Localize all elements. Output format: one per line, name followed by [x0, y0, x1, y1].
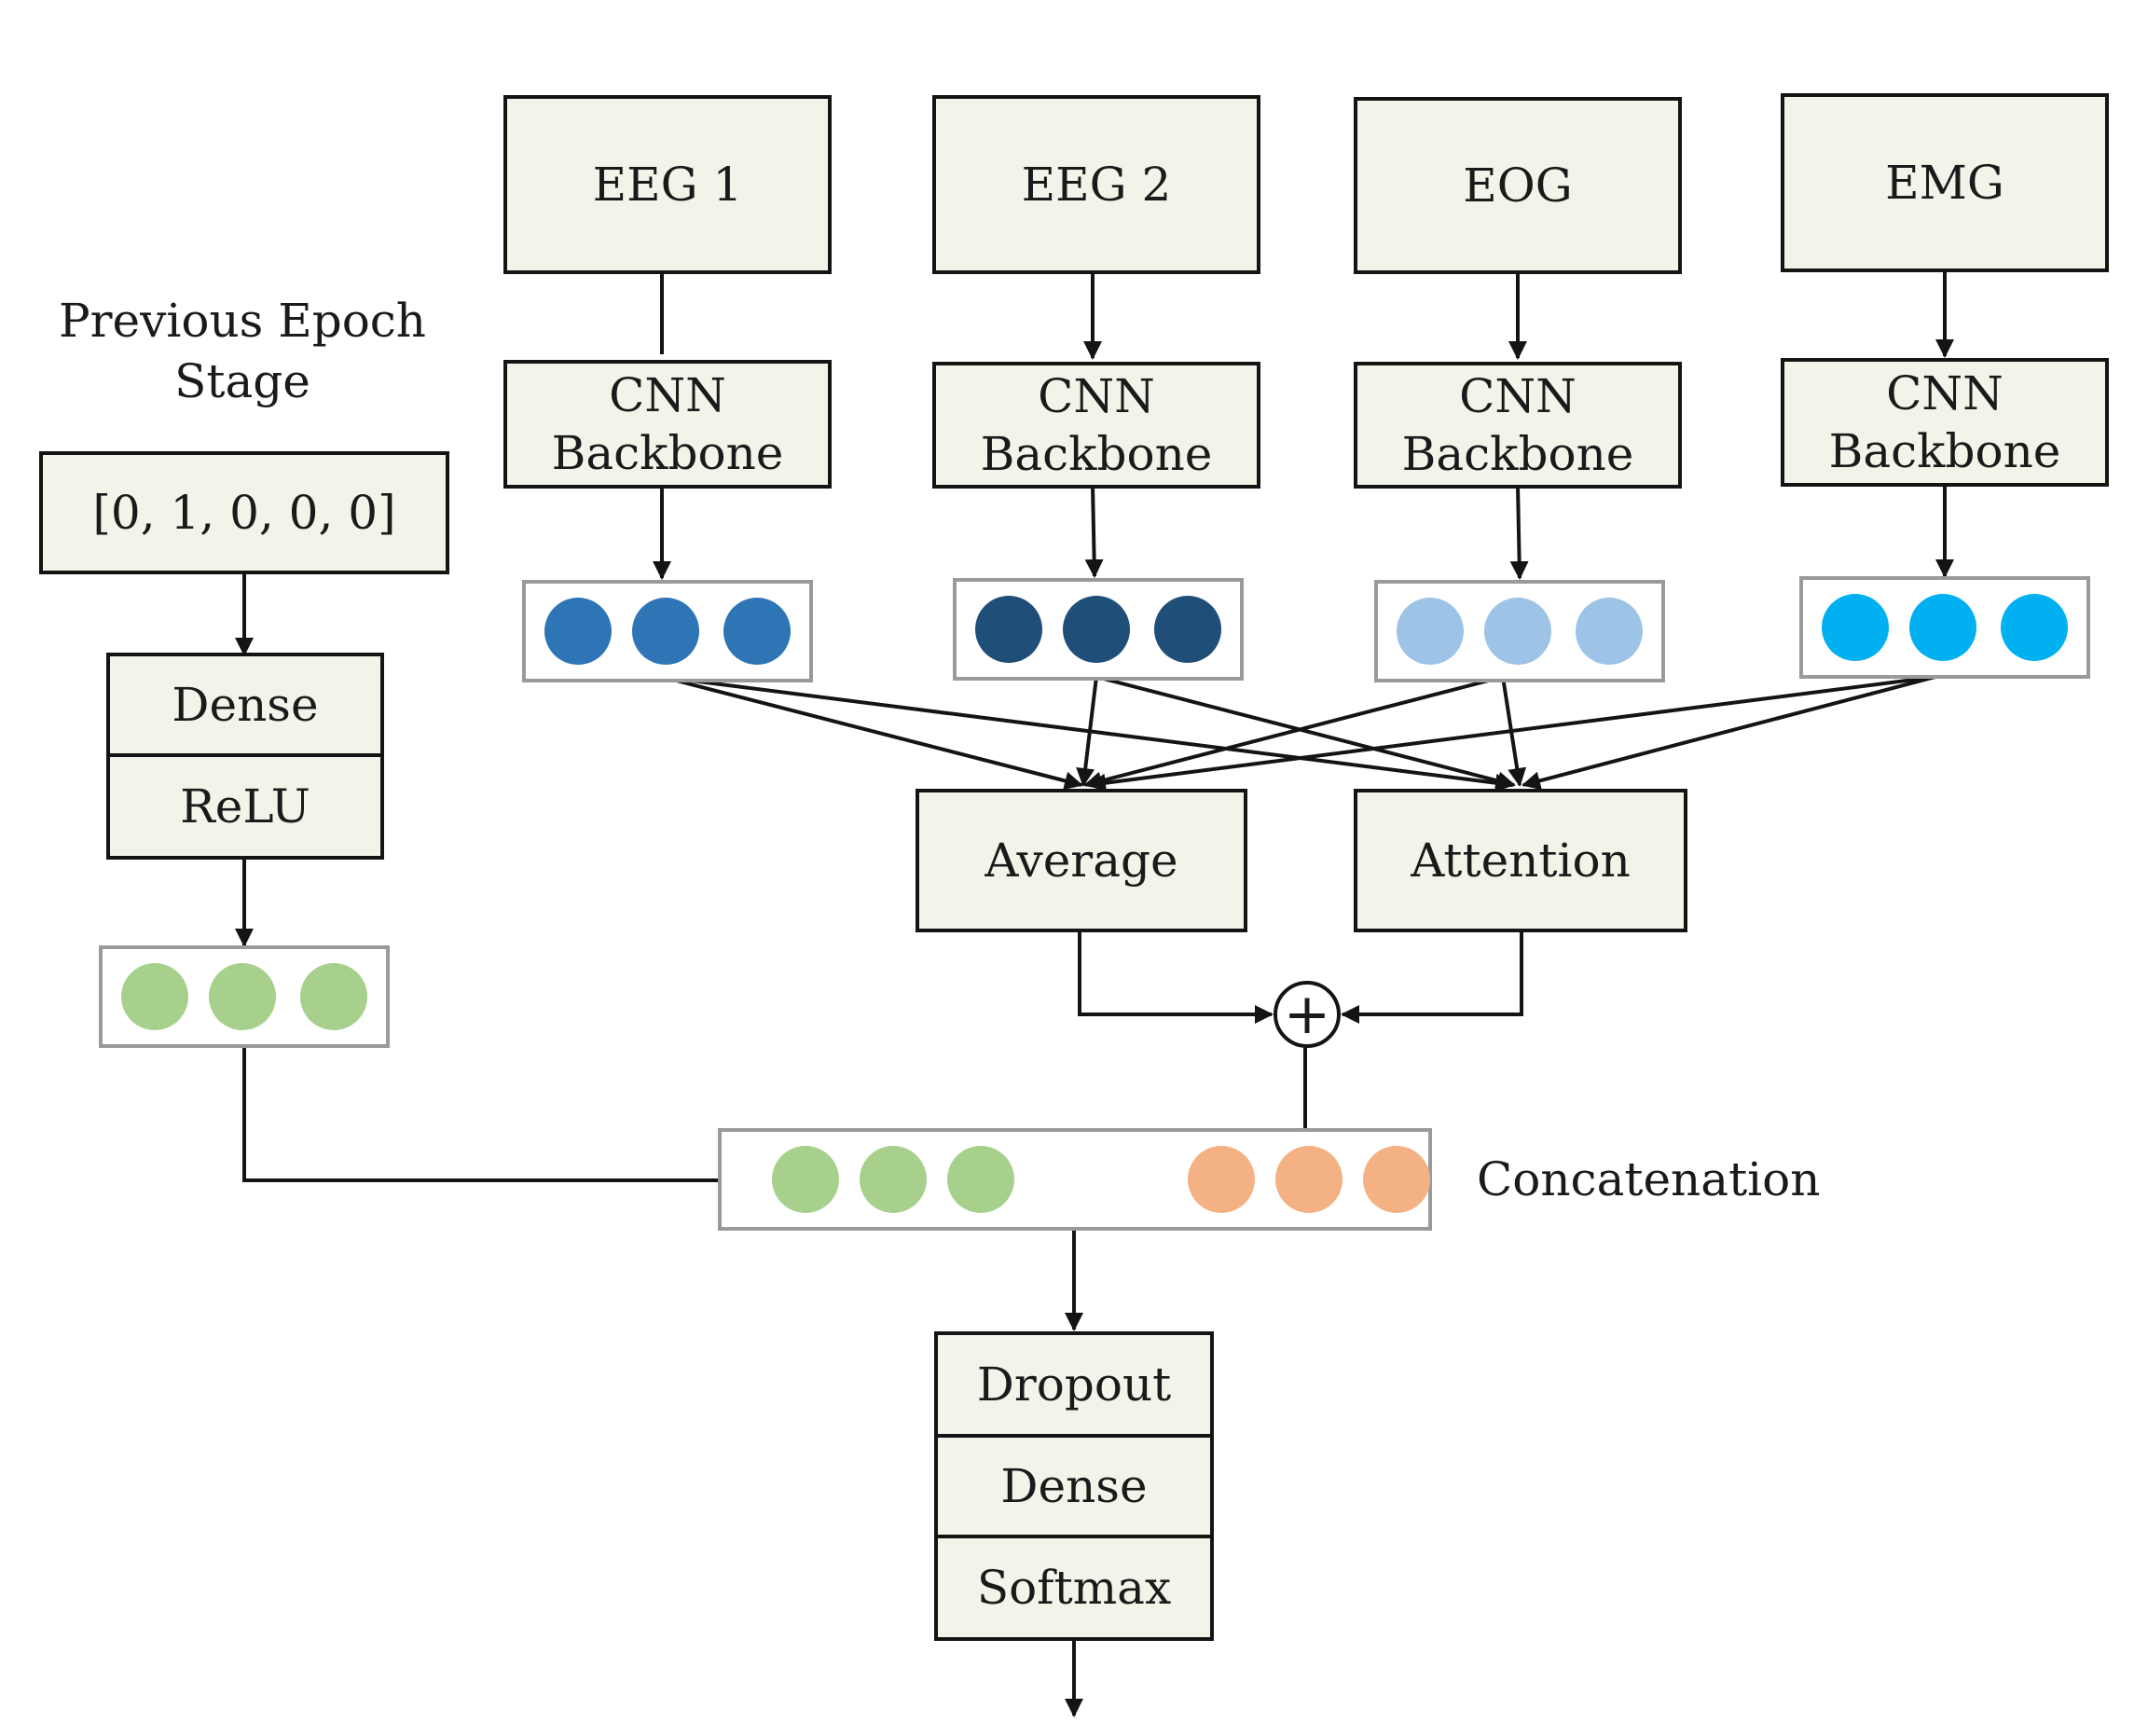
attention-box: Attention — [1354, 789, 1687, 932]
feature-node-emg — [1909, 594, 1976, 661]
cnn-backbone-box-eeg2: CNN Backbone — [932, 362, 1260, 489]
concat-previous-node — [947, 1146, 1014, 1213]
head-dropout-box: Dropout — [934, 1331, 1214, 1438]
feature-vector-emg — [1799, 576, 2090, 679]
feature-node-eeg1 — [723, 598, 791, 665]
feature-node-eog — [1576, 598, 1643, 665]
feature-node-eeg2 — [1063, 596, 1130, 663]
concatenation-vector — [718, 1128, 1432, 1231]
concatenation-label: Concatenation — [1477, 1152, 1821, 1206]
feature-vector-eog — [1374, 580, 1665, 682]
concat-previous-node — [860, 1146, 927, 1213]
feature-node-eog — [1484, 598, 1551, 665]
elementwise-add-icon: + — [1274, 981, 1341, 1048]
feature-node-emg — [1822, 594, 1889, 661]
previous-relu-box: ReLU — [106, 753, 384, 860]
previous-feature-vector — [99, 945, 390, 1048]
cnn-backbone-box-eog: CNN Backbone — [1354, 362, 1682, 489]
feature-vector-eeg2 — [953, 578, 1244, 681]
concat-fused-node — [1363, 1146, 1430, 1213]
head-softmax-box: Softmax — [934, 1535, 1214, 1641]
previous-feature-node — [300, 963, 367, 1030]
concat-previous-node — [772, 1146, 839, 1213]
feature-node-eeg1 — [544, 598, 612, 665]
previous-dense-box: Dense — [106, 653, 384, 757]
previous-feature-node — [209, 963, 276, 1030]
feature-vector-eeg1 — [522, 580, 813, 682]
previous-epoch-title: Previous Epoch Stage — [58, 294, 427, 408]
channel-box-eeg2: EEG 2 — [932, 95, 1260, 274]
cnn-backbone-box-emg: CNN Backbone — [1781, 358, 2109, 487]
concat-fused-node — [1188, 1146, 1255, 1213]
concat-fused-node — [1275, 1146, 1342, 1213]
feature-node-eeg1 — [632, 598, 699, 665]
feature-node-eog — [1397, 598, 1464, 665]
feature-node-eeg2 — [1154, 596, 1221, 663]
channel-box-eeg1: EEG 1 — [503, 95, 832, 274]
average-box: Average — [916, 789, 1247, 932]
head-dense-box: Dense — [934, 1434, 1214, 1538]
channel-box-eog: EOG — [1354, 97, 1682, 274]
channel-box-emg: EMG — [1781, 93, 2109, 272]
previous-feature-node — [121, 963, 188, 1030]
cnn-backbone-box-eeg1: CNN Backbone — [503, 360, 832, 489]
feature-node-emg — [2001, 594, 2068, 661]
feature-node-eeg2 — [975, 596, 1042, 663]
previous-epoch-input-box: [0, 1, 0, 0, 0] — [39, 451, 449, 574]
